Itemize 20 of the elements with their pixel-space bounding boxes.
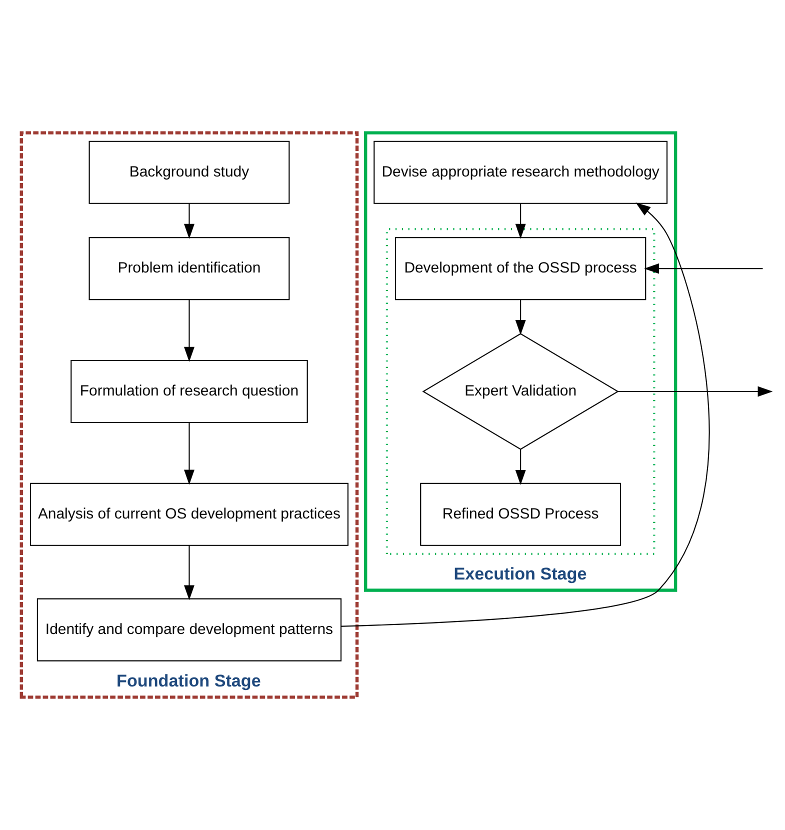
arrow bbox=[515, 449, 526, 486]
node-box: Background study bbox=[88, 140, 290, 204]
arrow bbox=[644, 263, 763, 274]
arrow bbox=[184, 204, 194, 239]
arrow bbox=[341, 202, 710, 627]
cluster bbox=[386, 228, 656, 556]
node-box: Devise appropriate research methodology bbox=[374, 140, 668, 204]
arrow bbox=[184, 546, 194, 600]
arrow bbox=[515, 204, 526, 239]
node-box: Identify and compare development patterns bbox=[36, 598, 342, 662]
node-box: Development of the OSSD process bbox=[394, 237, 646, 300]
node-box: Formulation of research question bbox=[70, 360, 308, 424]
node-box: Problem identification bbox=[88, 237, 290, 300]
node-box: Refined OSSD Process bbox=[420, 482, 622, 546]
arrow bbox=[184, 300, 194, 362]
node-diamond: Expert Validation bbox=[422, 333, 619, 450]
arrow bbox=[618, 386, 773, 397]
arrow bbox=[184, 422, 194, 485]
node-box: Analysis of current OS development practices bbox=[30, 482, 348, 546]
arrow bbox=[515, 300, 526, 335]
